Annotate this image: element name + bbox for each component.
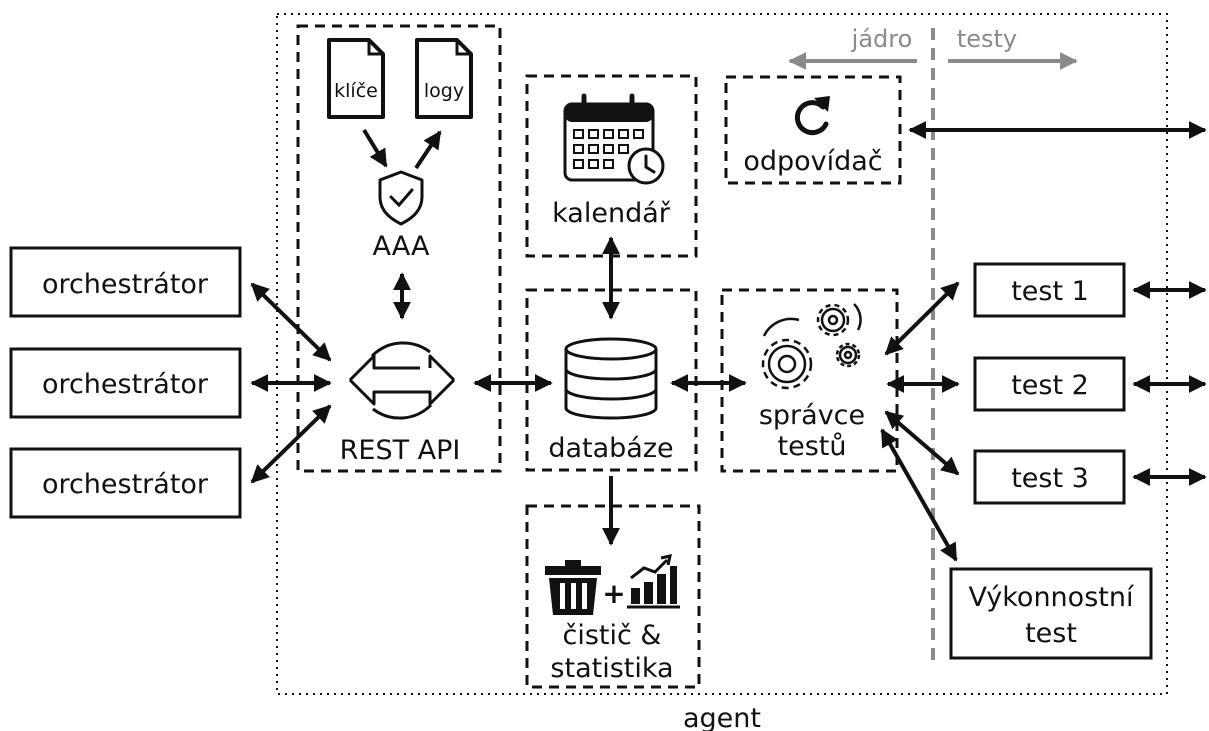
orchestrator-3: orchestrátor (9, 447, 242, 519)
arrow-manager-perftest (880, 428, 958, 562)
calendar-label: kalendář (552, 198, 671, 229)
keys-file-label: klíče (334, 80, 378, 102)
test-1-box: test 1 (973, 262, 1126, 318)
divider-label-tests: testy (957, 25, 1017, 53)
cleaner-plus: + (602, 577, 625, 610)
arrow-keys-to-aaa (362, 128, 388, 168)
chart-up-icon (627, 554, 680, 609)
gears-icon (761, 303, 862, 390)
exchange-arrows-icon (348, 341, 456, 420)
agent-label: agent (683, 703, 761, 731)
test-2-label: test 2 (1011, 370, 1089, 401)
test-manager-label-line1: správce (759, 400, 865, 431)
test-manager-label-line2: testů (778, 431, 847, 462)
orchestrator-3-label: orchestrátor (42, 469, 209, 500)
refresh-icon (794, 96, 830, 136)
performance-test-label-line1: Výkonnostní (969, 582, 1135, 613)
cleaner-label-line1: čistič & (563, 620, 662, 651)
keys-file: klíče (327, 38, 385, 119)
cleaner-group (525, 504, 701, 689)
arrow-orch3-rest (250, 404, 332, 484)
aaa-rest-group (296, 24, 502, 473)
divider-label-core: jádro (851, 25, 913, 53)
rest-api-label: REST API (340, 435, 461, 466)
test-3-label: test 3 (1011, 463, 1089, 494)
logs-file-label: logy (424, 80, 464, 102)
test-1-label: test 1 (1011, 276, 1089, 307)
shield-check-icon (378, 170, 424, 226)
cleaner-label-line2: statistika (550, 653, 673, 684)
test-3-box: test 3 (973, 449, 1126, 505)
trash-icon (545, 560, 601, 615)
arrow-aaa-to-logs (414, 130, 442, 170)
aaa-label: AAA (373, 231, 430, 262)
performance-test-label-line2: test (1025, 618, 1077, 649)
orchestrator-1-label: orchestrátor (42, 269, 209, 300)
arrow-orch1-rest (250, 282, 332, 362)
calendar-clock-icon (563, 93, 665, 185)
arrow-manager-test1 (884, 281, 960, 356)
database-icon (564, 337, 658, 420)
logs-file: logy (415, 38, 473, 119)
test-2-box: test 2 (973, 356, 1126, 412)
responder-label: odpovídač (743, 146, 882, 177)
orchestrator-2: orchestrátor (9, 347, 242, 419)
responder-group (724, 75, 902, 185)
orchestrator-2-label: orchestrátor (42, 369, 209, 400)
database-label: databáze (548, 433, 673, 464)
orchestrator-1: orchestrátor (9, 246, 242, 318)
performance-test-box: Výkonnostní test (949, 567, 1153, 660)
